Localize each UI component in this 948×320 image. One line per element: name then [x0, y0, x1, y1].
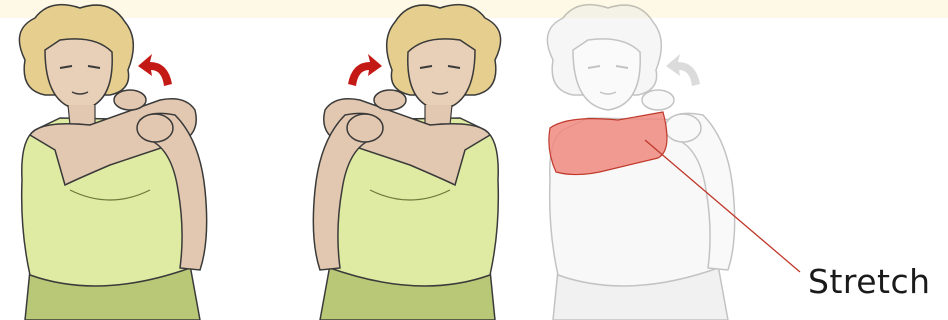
figure-left-shoulder-stretch	[0, 0, 260, 320]
figure-right-shoulder-stretch	[270, 0, 530, 320]
hand	[137, 114, 173, 142]
woman-stretching-illustration-mirrored	[270, 0, 530, 320]
face	[45, 39, 112, 110]
stretch-callout-label: Stretch	[808, 262, 931, 301]
faded-woman-illustration	[528, 0, 788, 320]
direction-arrow-icon	[138, 54, 172, 86]
figure-stretch-area-diagram	[528, 0, 788, 320]
direction-arrow-icon	[348, 54, 382, 86]
woman-stretching-illustration	[0, 0, 260, 320]
